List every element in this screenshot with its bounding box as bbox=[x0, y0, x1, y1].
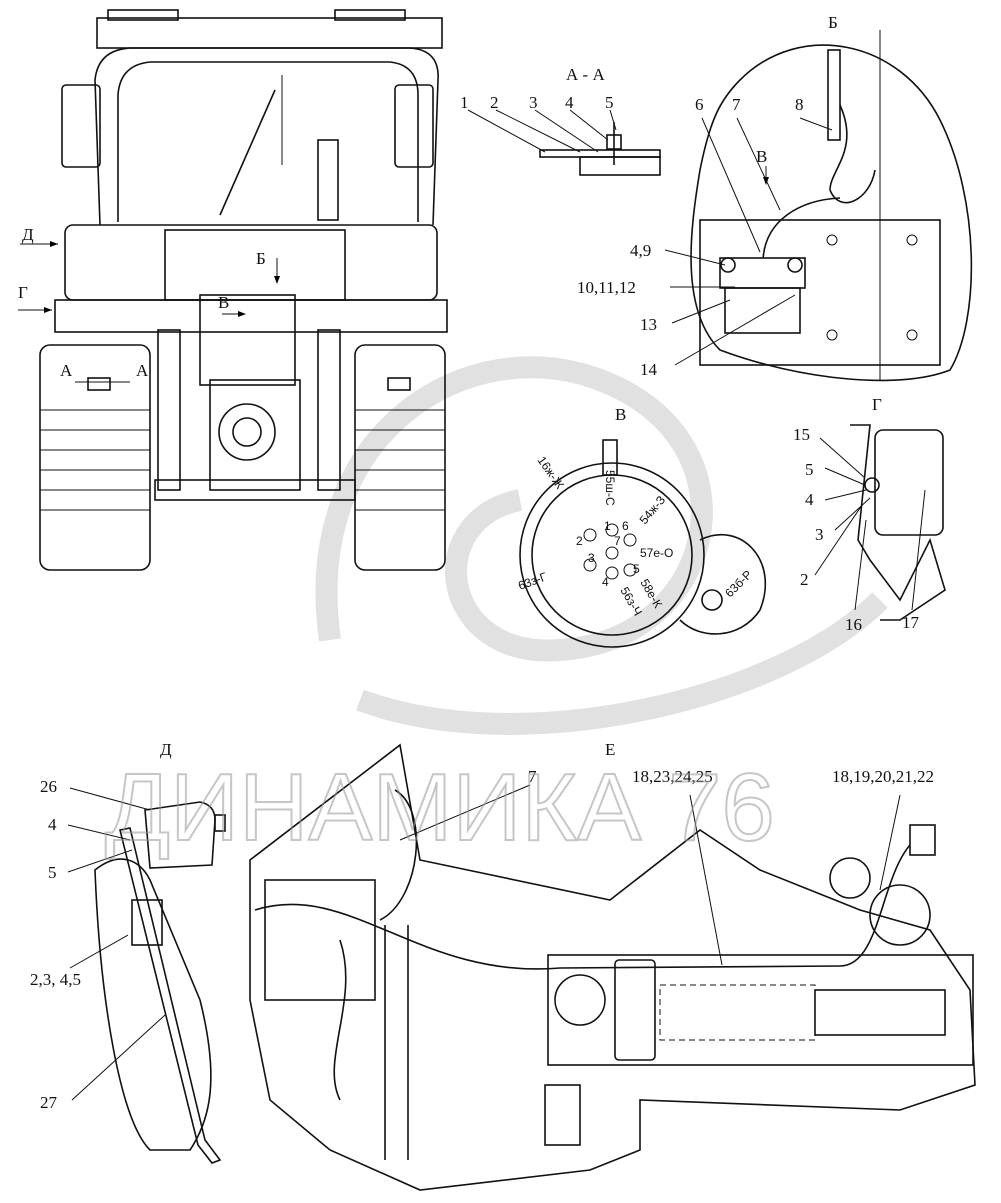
section-aa: А - А 1 2 3 4 5 bbox=[460, 65, 661, 176]
e-callout-18-23-24-25: 18,23,24,25 bbox=[632, 767, 713, 786]
pin-2: 2 bbox=[576, 534, 583, 548]
b-callout-10-11-12: 10,11,12 bbox=[577, 278, 636, 297]
b-callout-13: 13 bbox=[640, 315, 657, 334]
e-callout-18-19-20-21-22: 18,19,20,21,22 bbox=[832, 767, 934, 786]
marker-d: Д bbox=[22, 225, 34, 244]
view-b-title: Б bbox=[828, 13, 838, 32]
view-v-connector: В 1 2 3 4 5 6 7 16ж-Ж 55ш-С 54ж-З 57е-О … bbox=[516, 405, 766, 648]
d-callout-4: 4 bbox=[48, 815, 57, 834]
pin-3: 3 bbox=[588, 551, 595, 565]
b-callout-14: 14 bbox=[640, 360, 658, 379]
pin-4: 4 bbox=[602, 575, 609, 589]
g-callout-4: 4 bbox=[805, 490, 814, 509]
marker-a-right: А bbox=[136, 361, 149, 380]
view-d-title: Д bbox=[160, 740, 172, 759]
view-d: Д 26 4 5 2,3, 4,5 27 bbox=[30, 740, 226, 1164]
g-callout-2: 2 bbox=[800, 570, 809, 589]
section-aa-leaders bbox=[467, 109, 617, 153]
marker-b: Б bbox=[256, 249, 266, 268]
e-callout-7: 7 bbox=[528, 767, 537, 786]
view-e: Е 7 18,23,24,25 18,19,20,21,22 bbox=[249, 740, 976, 1191]
view-g-title: Г bbox=[872, 395, 882, 414]
aa-callout-4: 4 bbox=[565, 93, 574, 112]
view-g: Г 15 5 4 3 2 16 17 bbox=[793, 395, 946, 634]
g-callout-3: 3 bbox=[815, 525, 824, 544]
pin-7: 7 bbox=[614, 534, 621, 548]
d-callout-5: 5 bbox=[48, 863, 57, 882]
wire-56z-ch: 56з-Ч bbox=[617, 585, 645, 619]
d-callout-26: 26 bbox=[40, 777, 57, 796]
watermark-logo bbox=[315, 356, 888, 735]
b-callout-7: 7 bbox=[732, 95, 741, 114]
pin-1: 1 bbox=[604, 519, 611, 533]
main-view-markers: Д Г Б В А А bbox=[18, 225, 280, 383]
b-callout-4-9: 4,9 bbox=[630, 241, 651, 260]
g-callout-17: 17 bbox=[902, 613, 920, 632]
view-e-title: Е bbox=[605, 740, 615, 759]
aa-callout-3: 3 bbox=[529, 93, 538, 112]
aa-callout-2: 2 bbox=[490, 93, 499, 112]
g-callout-16: 16 bbox=[845, 615, 862, 634]
aa-callout-1: 1 bbox=[460, 93, 469, 112]
g-callout-15: 15 bbox=[793, 425, 810, 444]
aa-callout-5: 5 bbox=[605, 93, 614, 112]
view-b-arrow-v: В bbox=[756, 147, 767, 166]
wire-55sh-s: 55ш-С bbox=[603, 470, 617, 506]
section-aa-title: А - А bbox=[566, 65, 605, 84]
view-v-title: В bbox=[615, 405, 626, 424]
marker-g: Г bbox=[18, 283, 28, 302]
tractor-rear-view bbox=[39, 9, 448, 571]
connector-pins bbox=[583, 523, 637, 580]
d-callout-27: 27 bbox=[40, 1093, 58, 1112]
b-callout-8: 8 bbox=[795, 95, 804, 114]
watermark-text: ДИНАМИКА 76 bbox=[105, 754, 775, 861]
wire-57e-o: 57е-О bbox=[640, 546, 673, 560]
b-callout-6: 6 bbox=[695, 95, 704, 114]
g-callout-5: 5 bbox=[805, 460, 814, 479]
wire-54zh-z: 54ж-З bbox=[637, 493, 669, 527]
pin-5: 5 bbox=[633, 562, 640, 576]
pin-6: 6 bbox=[622, 519, 629, 533]
marker-a-left: А bbox=[60, 361, 73, 380]
wire-63b-r: 63б-Р bbox=[722, 567, 755, 600]
marker-v: В bbox=[218, 293, 229, 312]
view-b: Б В 6 7 8 4,9 10,11,12 13 14 bbox=[577, 13, 973, 382]
d-callout-2-3-4-5: 2,3, 4,5 bbox=[30, 970, 81, 989]
